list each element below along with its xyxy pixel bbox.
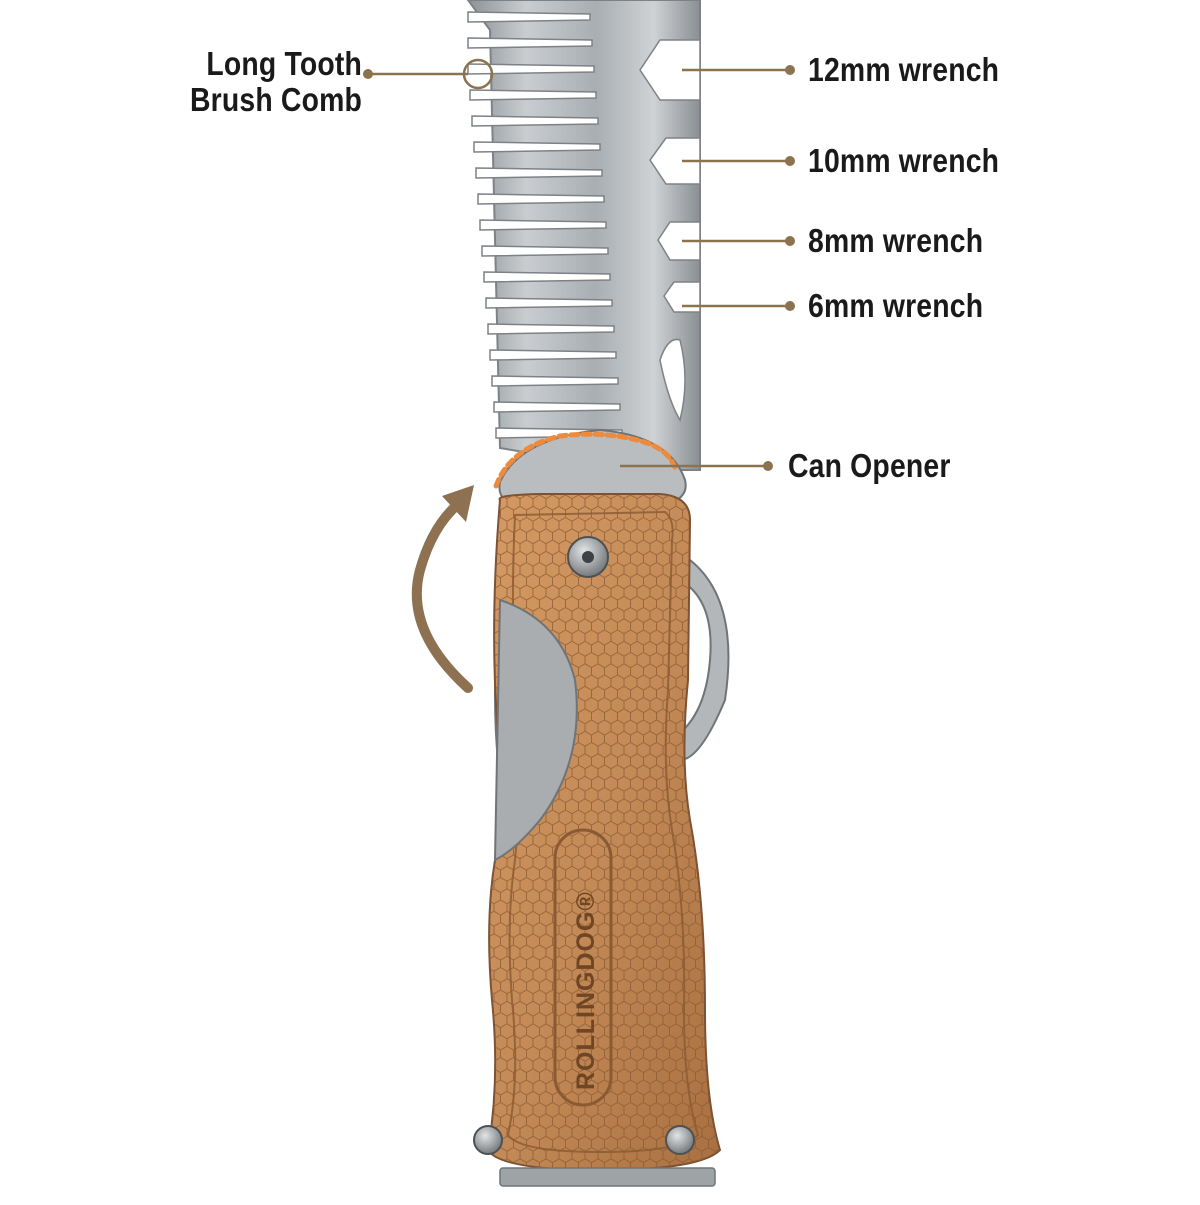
notch-8mm — [657, 221, 701, 261]
brand-logo: ROLLINGDOG® — [572, 891, 600, 1090]
notch-10mm — [649, 137, 701, 185]
wrench-notches — [639, 39, 701, 422]
thumb-cutout — [493, 598, 578, 862]
callout-comb-line2: Brush Comb — [190, 81, 362, 118]
callout-comb-line1: Long Tooth — [206, 45, 362, 82]
callout-8mm-wrench: 8mm wrench — [808, 222, 984, 259]
wooden-handle — [473, 493, 722, 1187]
callout-can-opener: Can Opener — [788, 447, 951, 484]
callout-leaders — [368, 58, 790, 468]
screw-bottom-right — [665, 1125, 695, 1155]
screw-bottom-left — [473, 1125, 503, 1155]
can-opener-highlight — [493, 431, 679, 489]
callout-dots — [363, 65, 795, 471]
fold-rotation-arrow — [411, 485, 474, 693]
callout-6mm-wrench: 6mm wrench — [808, 287, 984, 324]
callout-comb: Long Tooth Brush Comb — [190, 46, 362, 118]
comb-blade — [466, 0, 701, 507]
blade-cutout — [659, 338, 686, 422]
handle-base-plate — [499, 1167, 716, 1187]
brand-plate — [553, 828, 613, 1107]
callout-10mm-wrench: 10mm wrench — [808, 142, 1000, 179]
notch-12mm — [639, 39, 701, 101]
callout-12mm-wrench: 12mm wrench — [808, 51, 1000, 88]
